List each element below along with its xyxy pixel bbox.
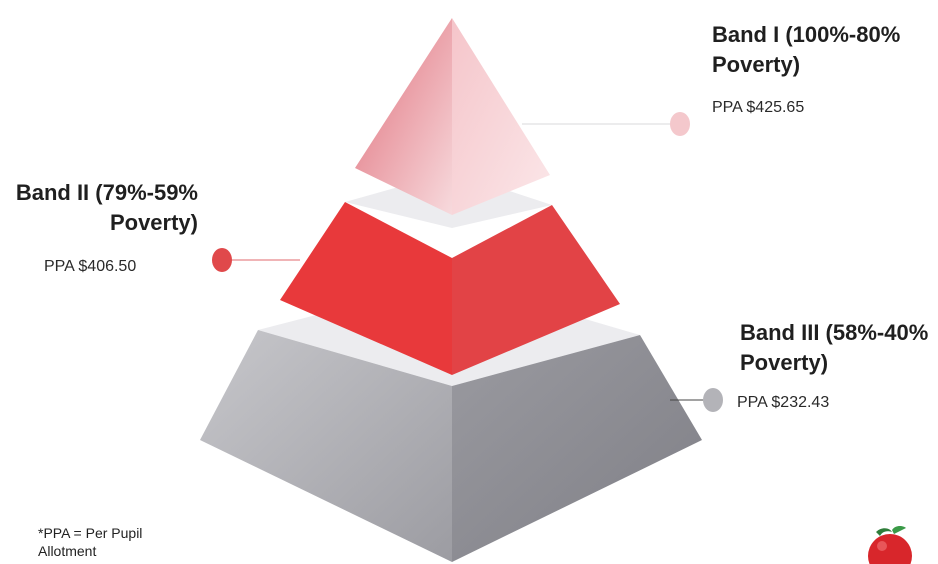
band-1-layer [355, 18, 550, 215]
band-2-left-face [280, 202, 452, 375]
band-2-ppa: PPA $406.50 [44, 258, 137, 275]
band-3-ppa: PPA $232.43 [737, 394, 830, 411]
band-1-left-face [355, 18, 452, 215]
apple-logo-icon [868, 526, 912, 564]
band-1-marker [670, 112, 690, 136]
band-2-right-face [452, 205, 620, 375]
band-1-ppa: PPA $425.65 [712, 99, 805, 116]
band-1-title: Band I (100%-80% Poverty) [712, 22, 901, 77]
band-3-marker [703, 388, 723, 412]
band-3-title: Band III (58%-40% Poverty) [740, 320, 929, 375]
ppa-footnote: *PPA = Per Pupil Allotment [38, 525, 143, 559]
band-2-title: Band II (79%-59% Poverty) [15, 180, 198, 235]
band-3-right-face [452, 335, 702, 562]
band-3-left-face [200, 330, 452, 562]
band-2-layer [280, 172, 620, 375]
band-2-marker [212, 248, 232, 272]
band-1-right-face [452, 18, 550, 215]
